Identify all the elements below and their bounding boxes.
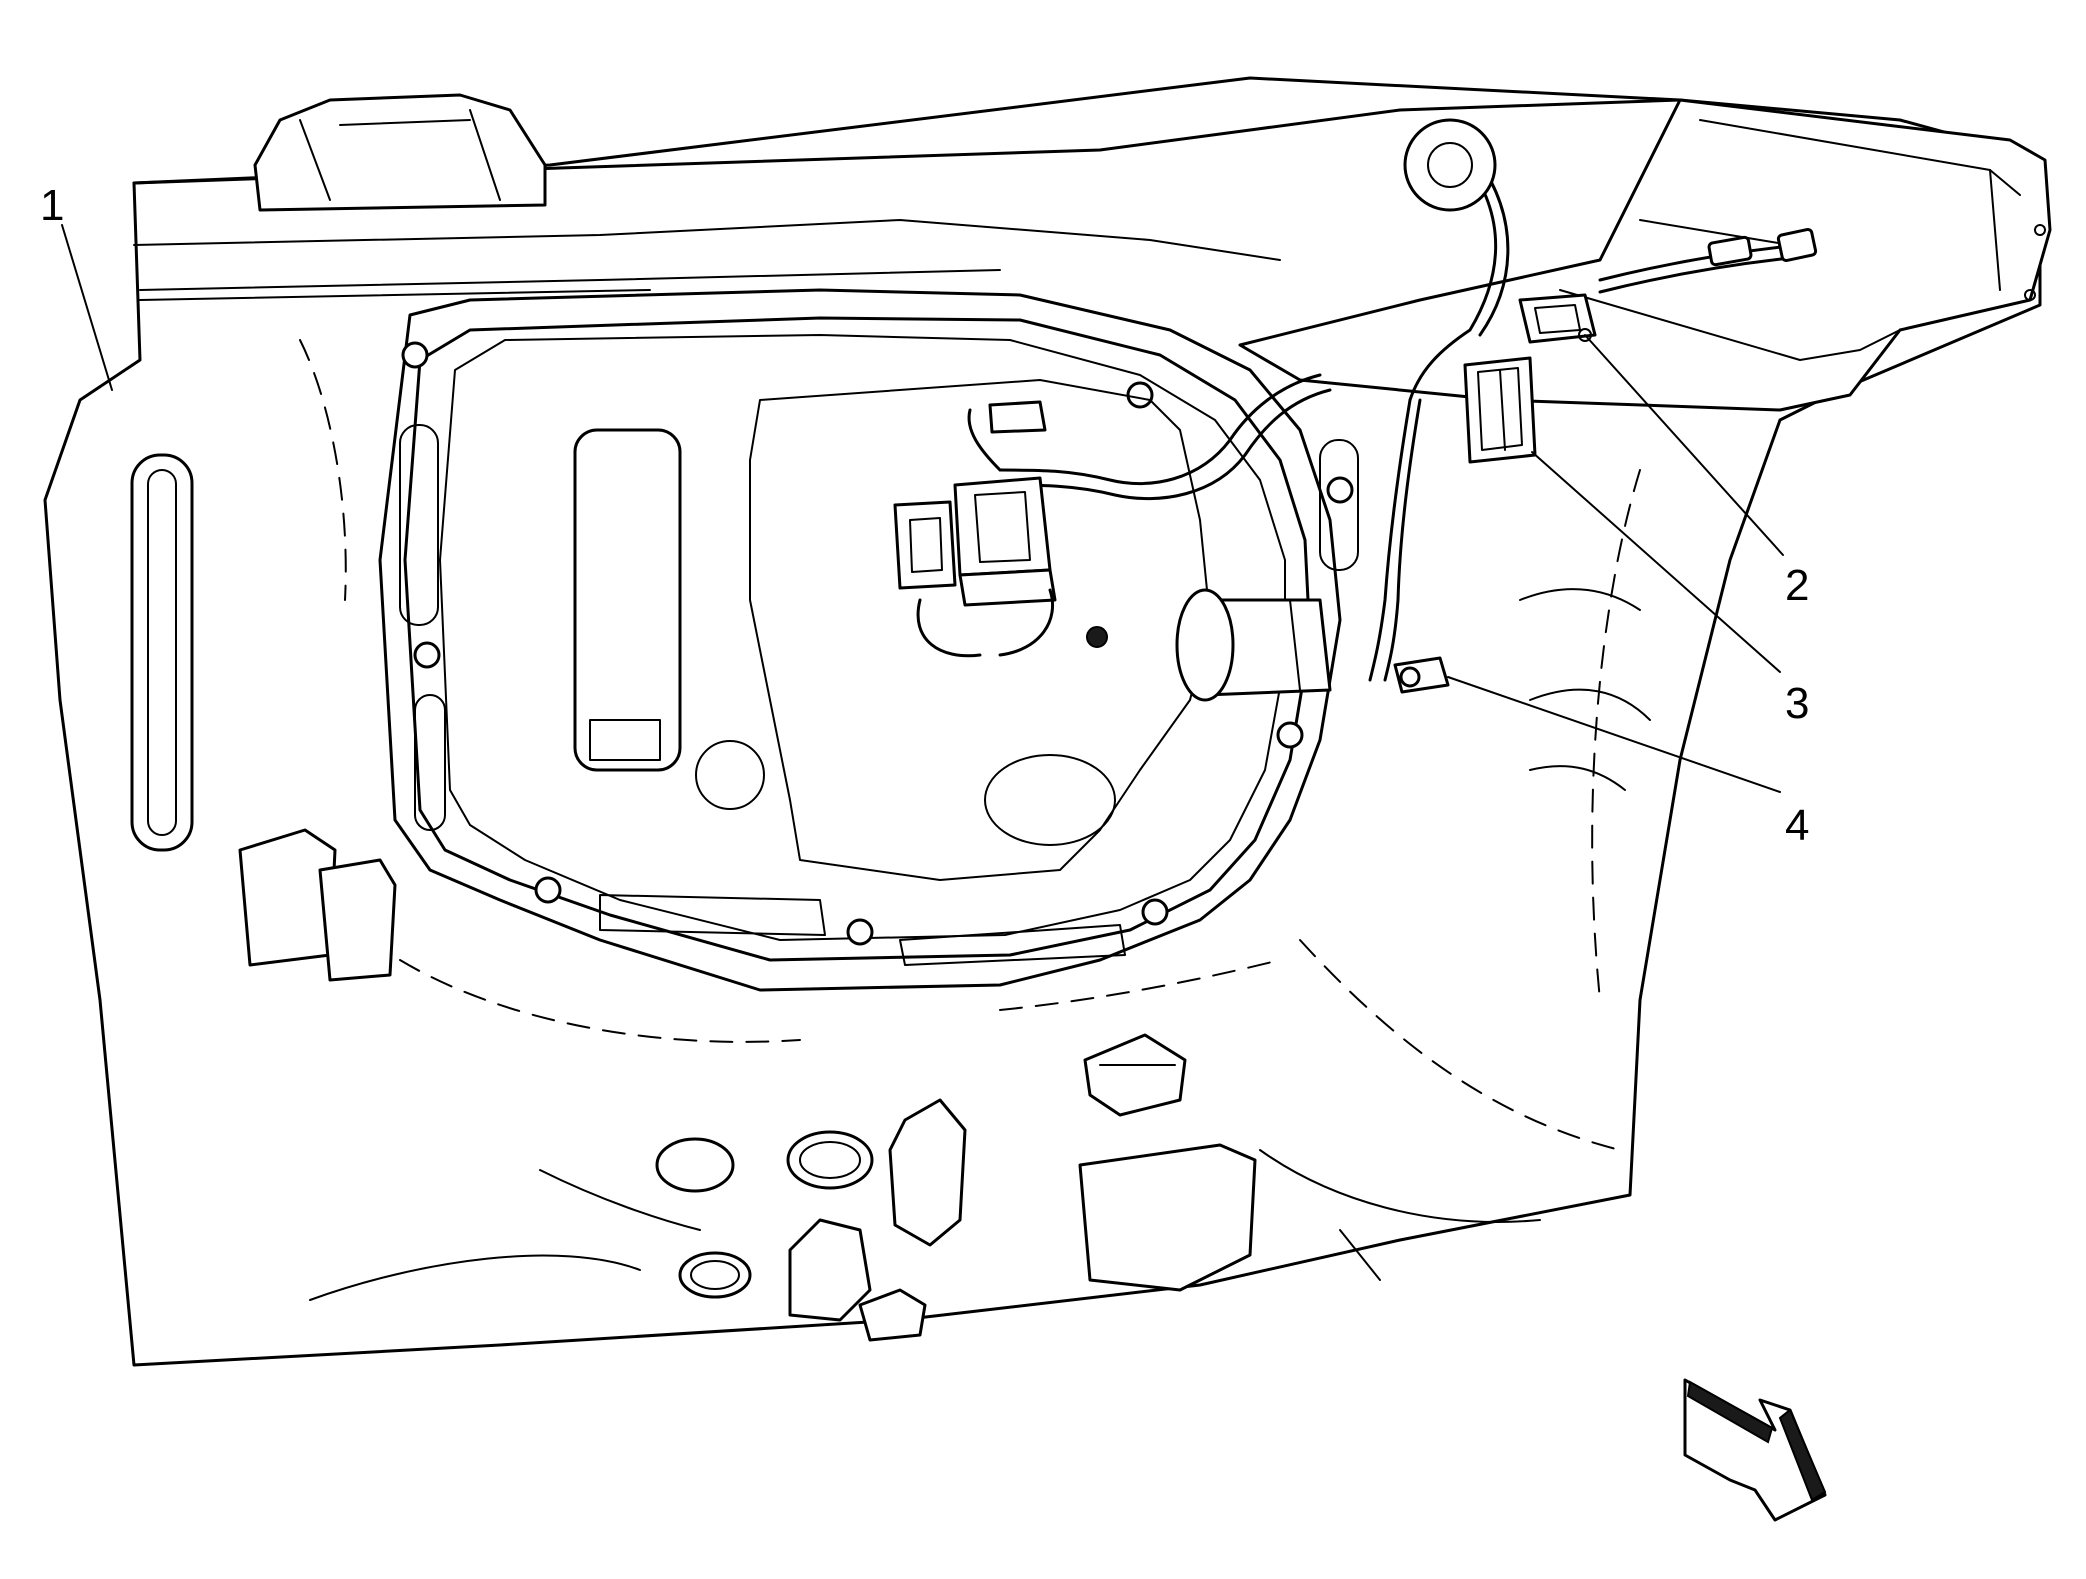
module-cavity <box>378 288 1359 992</box>
callout-4: 4 <box>1785 801 1809 850</box>
leader-line-4 <box>1447 676 1781 793</box>
connector-2 <box>1518 293 1597 344</box>
retainer-clip-4 <box>1393 656 1450 694</box>
callout-3: 3 <box>1785 679 1809 728</box>
leader-lines <box>61 224 1784 793</box>
callout-labels: 1 2 3 4 <box>40 181 1809 850</box>
cylinder-component <box>1175 588 1332 702</box>
lower-panel-details <box>238 339 1651 1342</box>
leader-line-3 <box>1531 451 1781 673</box>
wiring-harness <box>967 118 1818 682</box>
callout-1: 1 <box>40 181 64 230</box>
left-vertical-recess <box>130 453 194 852</box>
callout-2: 2 <box>1785 561 1809 610</box>
leader-line-1 <box>61 224 113 391</box>
module-connectors <box>893 400 1108 658</box>
upper-handle-recess <box>253 93 547 212</box>
leader-line-2 <box>1584 334 1784 556</box>
connector-3 <box>1463 356 1537 464</box>
front-of-vehicle-arrow-icon <box>1683 1378 1827 1522</box>
